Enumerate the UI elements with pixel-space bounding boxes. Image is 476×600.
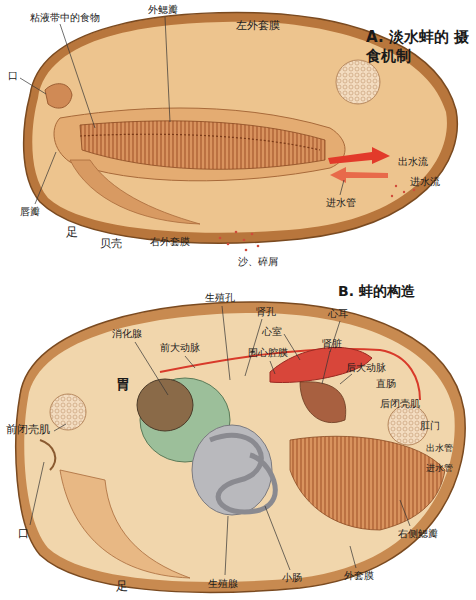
part-label: 前闭壳肌	[6, 424, 50, 437]
part-label: 贝壳	[100, 238, 122, 251]
part-label: 肾孔	[256, 306, 276, 318]
part-label: 出水管	[426, 443, 453, 453]
part-label: 右外套膜	[150, 236, 190, 248]
part-label: 出水流	[398, 156, 428, 168]
part-label: 心室	[262, 326, 282, 338]
part-label: 左外套膜	[236, 20, 280, 33]
part-label: 直肠	[376, 378, 396, 390]
part-label: 后闭壳肌	[380, 398, 420, 410]
part-label: 心耳	[328, 308, 348, 320]
part-label: 外套膜	[344, 570, 374, 582]
part-label: 生殖腺	[208, 578, 238, 590]
section-title: A. 淡水蚌的 摄食机制	[366, 28, 472, 66]
part-label: 足	[116, 580, 128, 594]
part-label: 口	[18, 528, 29, 541]
part-label: 后大动脉	[346, 362, 386, 374]
part-label: 生殖孔	[205, 292, 235, 304]
part-label: 唇瓣	[20, 206, 40, 218]
mussel-b	[16, 302, 465, 592]
part-label: 肾脏	[322, 338, 342, 350]
part-label: 前大动脉	[160, 342, 200, 354]
part-label: 外鳃瓣	[148, 4, 178, 16]
part-label: 足	[66, 226, 78, 240]
section-title: 胃	[116, 376, 130, 392]
part-label: 进水管	[326, 197, 356, 209]
part-label: 进水流	[410, 176, 440, 188]
part-label: 消化腺	[112, 328, 142, 340]
part-label: 进水管	[426, 463, 453, 473]
part-label: 沙、碎屑	[238, 256, 278, 268]
part-label: 围心腔膜	[248, 347, 288, 359]
part-label: 粘液带中的食物	[30, 12, 100, 24]
part-label: 右侧鳃瓣	[398, 528, 438, 540]
part-label: 口	[8, 70, 18, 82]
section-title: B. 蚌的构造	[338, 283, 415, 299]
part-label: 小肠	[282, 572, 302, 584]
part-label: 肛门	[420, 420, 440, 432]
